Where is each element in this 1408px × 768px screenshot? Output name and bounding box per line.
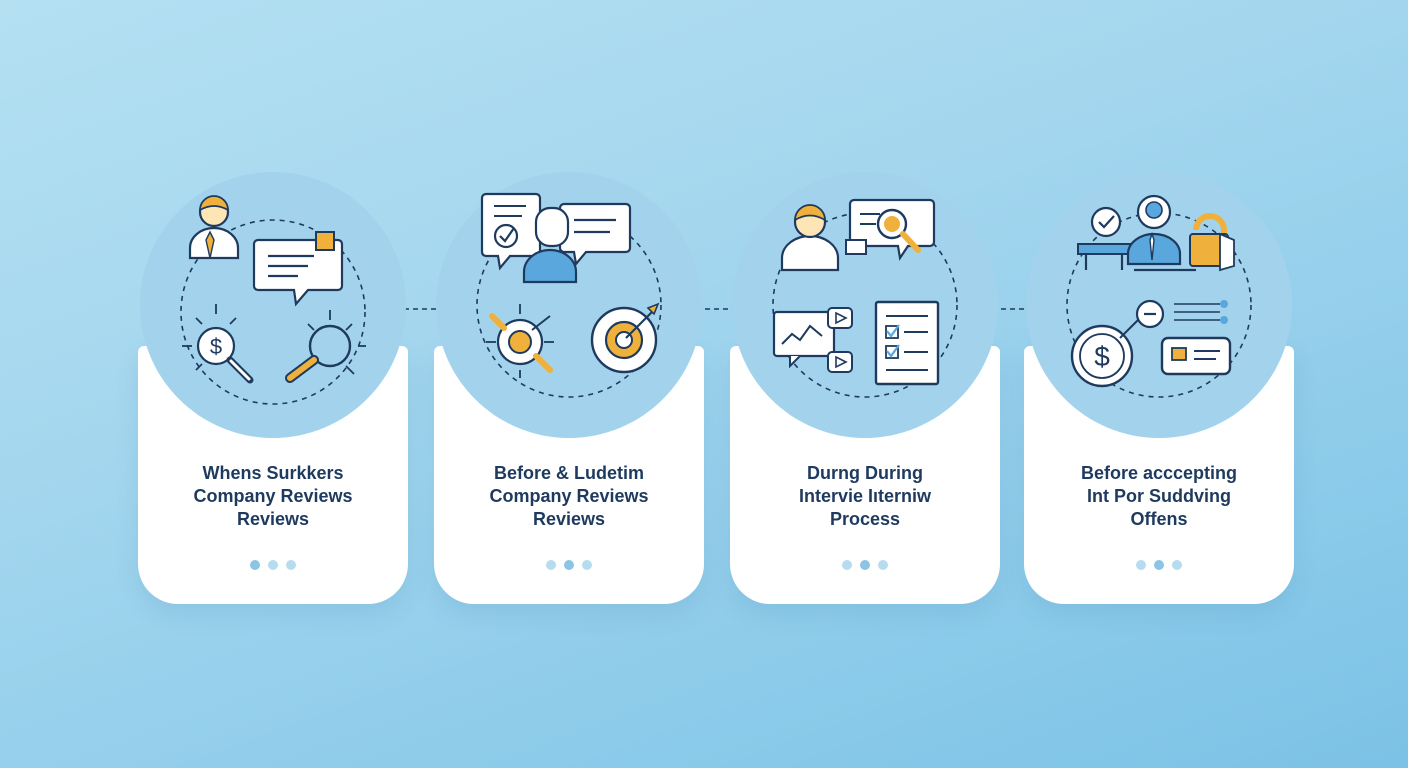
chat-bubble-icon <box>252 231 344 307</box>
pagination-dots <box>138 560 408 570</box>
search-chat-icon <box>845 198 936 261</box>
target-arrow-icon <box>590 302 660 374</box>
step-illustration: $ <box>180 195 366 405</box>
pagination-dot <box>286 560 296 570</box>
step-label-line: Durng During <box>807 463 923 483</box>
pagination-dot <box>546 560 556 570</box>
step-illustration <box>772 198 958 398</box>
person-icon <box>188 195 240 260</box>
step-label-line: Before acccepting <box>1080 463 1238 483</box>
pagination-dots <box>730 560 1000 570</box>
step-2: Before & Ludetim Company Reviews Reviews <box>434 170 704 610</box>
step-label-line: Whens Surkkers <box>202 463 344 483</box>
person-icon <box>1126 194 1196 272</box>
svg-text:$: $ <box>210 334 222 359</box>
step-label-line: Company Reviews <box>193 486 353 506</box>
video-chart-icon <box>772 307 853 373</box>
id-card-icon <box>1160 336 1232 376</box>
step-label-line: Company Reviews <box>489 486 649 506</box>
step-label-line: Intervie Iıterniw <box>798 486 932 506</box>
lock-icon <box>1189 213 1235 272</box>
pagination-dot <box>842 560 852 570</box>
svg-text:$: $ <box>1094 341 1110 372</box>
step-label-line: Before & Ludetim <box>493 463 644 483</box>
step-label-line: Int Por Suddving <box>1087 486 1231 506</box>
dollar-magnifier-icon: $ <box>182 304 254 384</box>
pagination-dot <box>1136 560 1146 570</box>
checklist-icon <box>874 300 940 386</box>
target-icon <box>486 304 554 378</box>
pagination-dot <box>582 560 592 570</box>
pagination-dots <box>1024 560 1294 570</box>
step-illustration: $ <box>1066 194 1252 398</box>
pagination-dots <box>434 560 704 570</box>
pagination-dot <box>564 560 574 570</box>
chat-bubble-icon <box>558 202 632 267</box>
step-label-line: Reviews <box>236 509 310 529</box>
pagination-dot <box>1172 560 1182 570</box>
step-1: $ Whens Surkkers Company Reviews Reviews <box>138 170 408 610</box>
person-icon <box>780 204 840 272</box>
pagination-dot <box>878 560 888 570</box>
step-label: Before & Ludetim Company Reviews Reviews <box>448 462 690 531</box>
step-label: Before acccepting Int Por Suddving Offen… <box>1038 462 1280 531</box>
pagination-dot <box>1154 560 1164 570</box>
checkmark-icon <box>1077 206 1131 270</box>
pagination-dot <box>860 560 870 570</box>
step-4: $ Before acccepting Int Por Suddving Off… <box>1024 170 1294 610</box>
step-illustration <box>476 192 662 398</box>
checklist-bubble-icon <box>480 192 542 271</box>
step-label: Durng During Intervie Iıterniw Process <box>744 462 986 531</box>
step-circle <box>140 172 406 438</box>
step-label-line: Process <box>829 509 901 529</box>
dollar-target-icon: $ <box>1070 299 1228 388</box>
person-icon <box>522 206 578 284</box>
pagination-dot <box>268 560 278 570</box>
step-label-line: Reviews <box>532 509 606 529</box>
step-3: Durng During Intervie Iıterniw Process <box>730 170 1000 610</box>
step-label-line: Offens <box>1130 509 1188 529</box>
magnifier-icon <box>285 310 366 383</box>
pagination-dot <box>250 560 260 570</box>
step-label: Whens Surkkers Company Reviews Reviews <box>152 462 394 531</box>
